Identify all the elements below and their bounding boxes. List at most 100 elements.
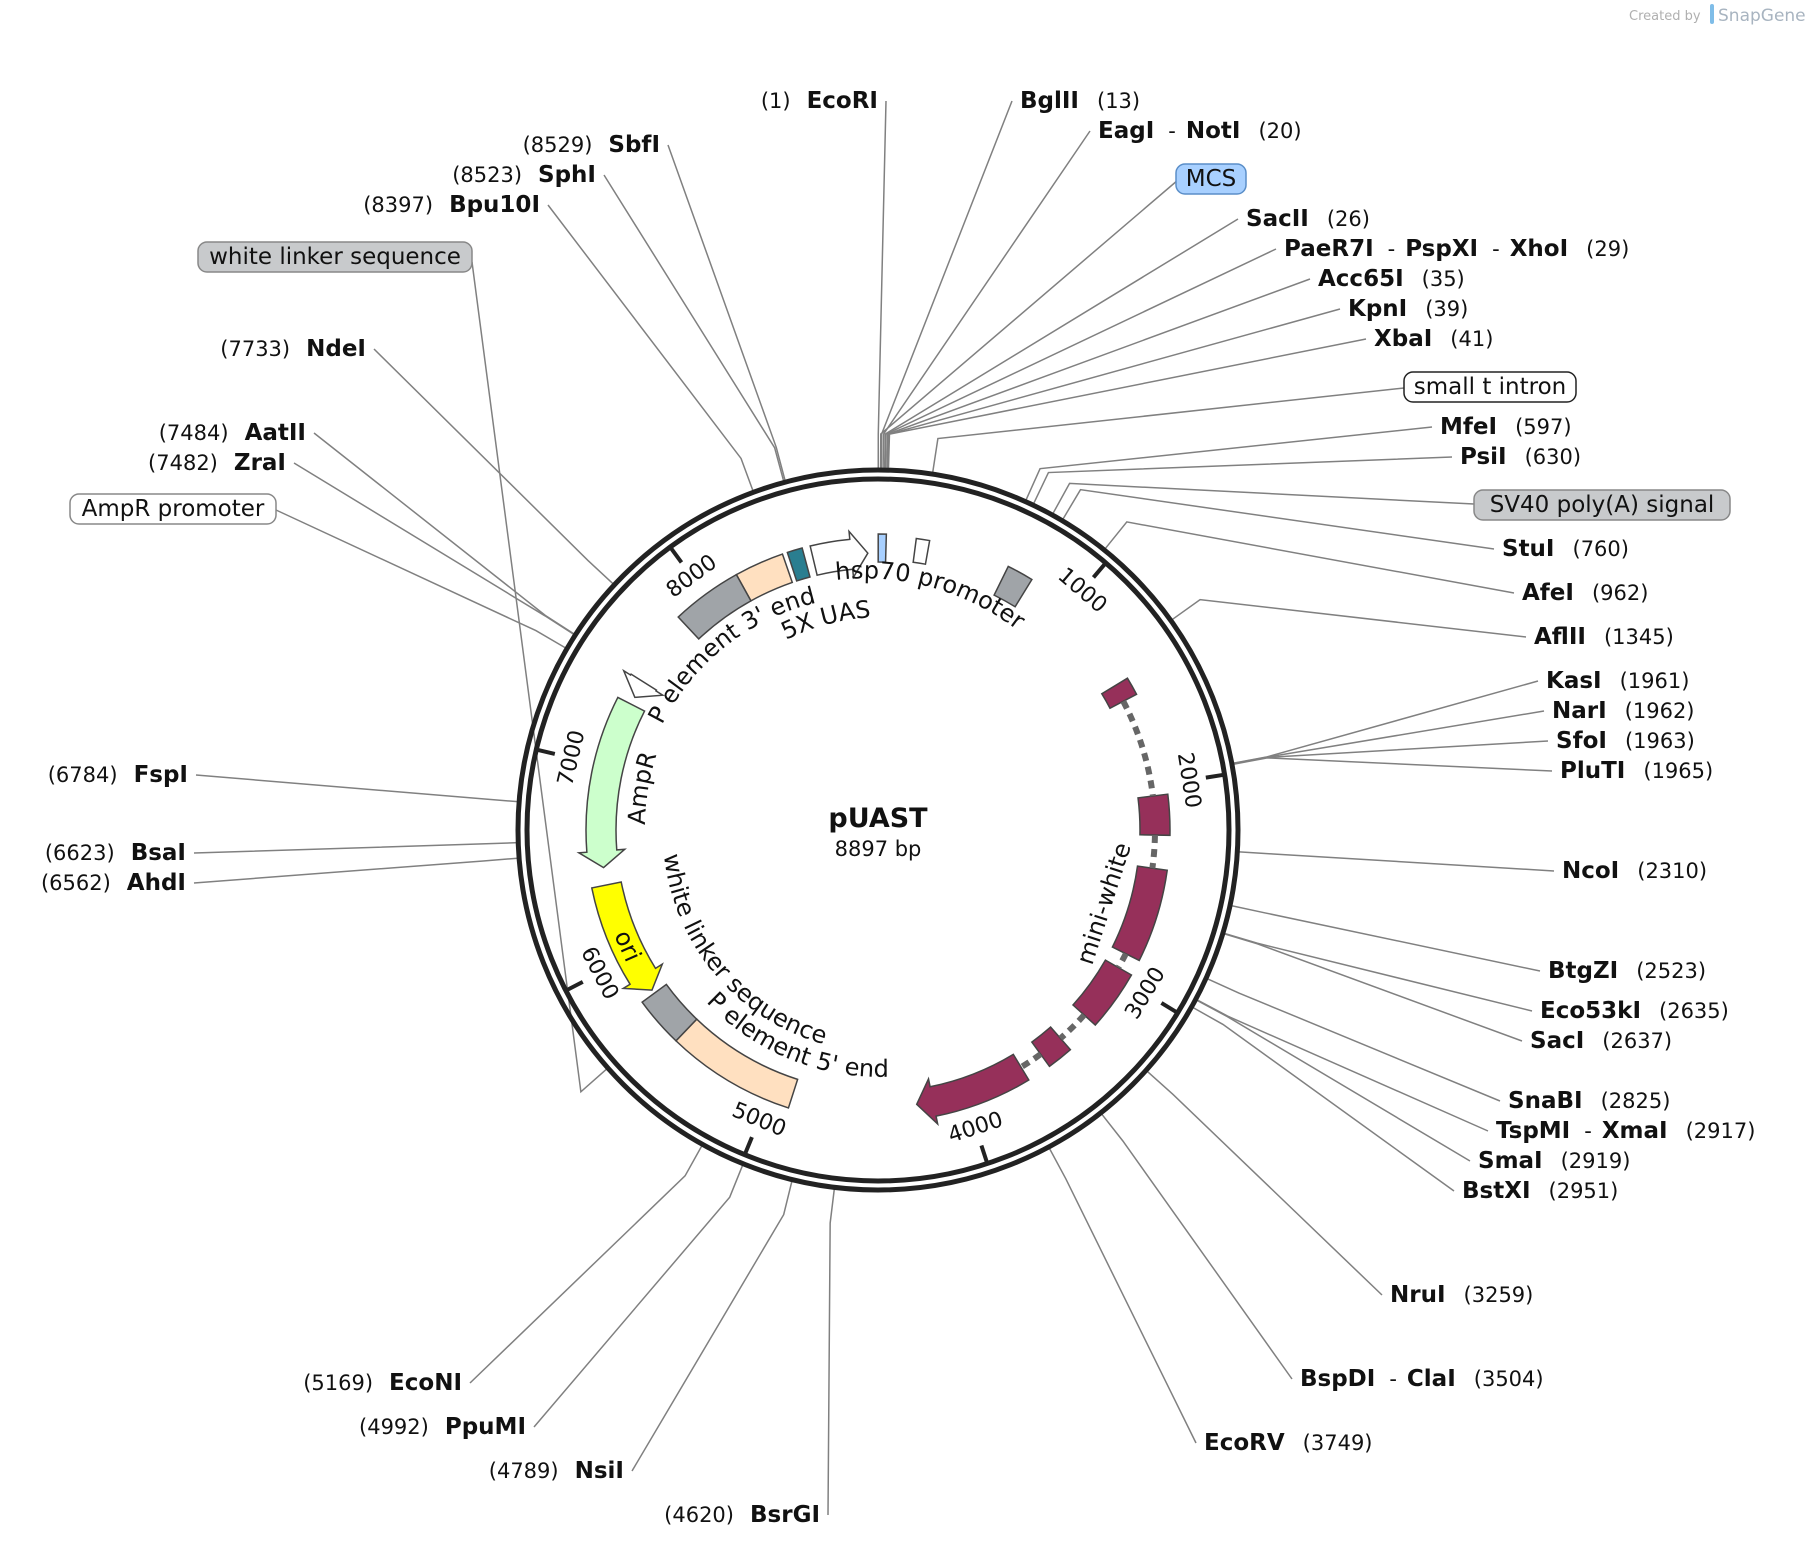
site-afei: AfeI(962) (1522, 580, 1648, 606)
sv40-polya-feature (993, 565, 1033, 608)
site-mfei: MfeI(597) (1440, 414, 1572, 440)
leader-bsai (193, 841, 519, 854)
leader-ppumi (533, 1163, 744, 1428)
leader-bsrgi (827, 1187, 836, 1516)
site-aatii: (7484)AatII (159, 420, 306, 446)
leader-btgzi (1229, 904, 1541, 972)
site-label-fspi: (6784)FspI (48, 762, 188, 788)
callout-mcs: MCS (1175, 163, 1247, 195)
site-label-stui: StuI(760) (1502, 536, 1629, 562)
site-bsai: (6623)BsaI (45, 840, 186, 866)
site-snabi: SnaBI(2825) (1508, 1088, 1670, 1114)
leader-lines (193, 100, 1555, 1516)
leader-bglii (880, 100, 1013, 471)
site-bspdi: BspDI-ClaI(3504) (1300, 1366, 1544, 1392)
site-label-sphi: (8523)SphI (452, 162, 596, 188)
site-smai: SmaI(2919) (1478, 1148, 1630, 1174)
site-label-psii: PsiI(630) (1460, 444, 1581, 470)
site-bglii: BglII(13) (1020, 88, 1140, 114)
site-kasi: KasI(1961) (1546, 668, 1689, 694)
svg-text:SV40 poly(A) signal: SV40 poly(A) signal (1490, 492, 1715, 518)
site-label-smai: SmaI(2919) (1478, 1148, 1630, 1174)
leader-bpu10i (547, 204, 755, 493)
ampr-promoter-feature (622, 668, 666, 699)
svg-text:AmpR promoter: AmpR promoter (82, 496, 265, 522)
leader-zrai (293, 462, 576, 636)
plasmid-name: pUAST (828, 803, 928, 834)
site-label-kpni: KpnI(39) (1348, 296, 1468, 322)
site-saci: SacI(2637) (1530, 1028, 1672, 1054)
leader-saci (1222, 932, 1523, 1042)
site-nari: NarI(1962) (1552, 698, 1695, 724)
leader-aflii (1170, 598, 1527, 638)
leader-smai (1195, 998, 1471, 1162)
mini-white-exon-4 (1071, 959, 1133, 1027)
leader-tspmi (1195, 998, 1489, 1132)
site-kpni: KpnI(39) (1348, 296, 1468, 322)
site-label-ppumi: (4992)PpuMI (359, 1414, 526, 1440)
hsp70-promoter-feature (809, 529, 869, 580)
site-sbfi: (8529)SbfI (523, 132, 660, 158)
site-label-nrui: NruI(3259) (1390, 1282, 1533, 1308)
site-econi: (5169)EcoNI (303, 1370, 462, 1396)
mini-white-intron-5 (1019, 1051, 1043, 1070)
credit-created-by: Created by (1629, 9, 1701, 24)
site-label-nsii: (4789)NsiI (489, 1458, 624, 1484)
site-btgzi: BtgZI(2523) (1548, 958, 1706, 984)
leader-sphi (603, 174, 785, 483)
leader-ahdi (193, 857, 520, 884)
leader-mfei (1024, 426, 1433, 502)
leader-ecori (877, 100, 887, 471)
site-label-sacii: SacII(26) (1246, 206, 1370, 232)
mini-white-exon-2 (1137, 793, 1171, 837)
site-label-snabi: SnaBI(2825) (1508, 1088, 1670, 1114)
leader-sv40 (1051, 482, 1475, 516)
callout-small-t-intron: small t intron (1403, 371, 1577, 403)
tick-6000 (565, 980, 584, 992)
tick-label-3000: 3000 (1120, 963, 1171, 1024)
site-label-eagi: EagI-NotI(20) (1098, 118, 1302, 144)
tick-2000 (1205, 772, 1224, 780)
leader-psii (1032, 456, 1453, 506)
mini-white-exon-3 (1111, 865, 1169, 962)
callout-white-linker-sequence: white linker sequence (197, 241, 473, 273)
backbone-inner-strand (524, 476, 1232, 1184)
leader-mcs (879, 179, 1179, 471)
callout-ampr-promoter: AmpR promoter (69, 493, 277, 525)
site-pluti: PluTI(1965) (1560, 758, 1713, 784)
site-label-afei: AfeI(962) (1522, 580, 1648, 606)
site-label-saci: SacI(2637) (1530, 1028, 1672, 1054)
site-label-mfei: MfeI(597) (1440, 414, 1572, 440)
site-aflii: AflII(1345) (1534, 624, 1674, 650)
leader-small-t-intron (931, 387, 1405, 475)
site-tspmi: TspMI-XmaI(2917) (1496, 1118, 1755, 1144)
site-ndei: (7733)NdeI (220, 336, 366, 362)
site-label-eco53ki: Eco53kI(2635) (1540, 998, 1729, 1024)
leader-bspdi (1100, 1112, 1293, 1380)
site-label-ncoi: NcoI(2310) (1562, 858, 1707, 884)
site-fspi: (6784)FspI (48, 762, 188, 788)
leader-sbfi (667, 144, 787, 483)
label-ampr: AmpR (623, 748, 662, 825)
leader-nrui (1145, 1069, 1383, 1296)
credit-brand: SnapGene (1718, 6, 1806, 26)
backbone-outer-strand (515, 467, 1241, 1193)
p-element-3-end-feature (735, 553, 794, 602)
leader-paer7i (884, 248, 1277, 471)
site-label-aatii: (7484)AatII (159, 420, 306, 446)
site-ahdi: (6562)AhdI (41, 870, 186, 896)
site-label-aflii: AflII(1345) (1534, 624, 1674, 650)
leader-sacii (883, 218, 1239, 471)
tick-4000 (979, 1144, 989, 1164)
site-bstxi: BstXI(2951) (1462, 1178, 1618, 1204)
site-label-ahdi: (6562)AhdI (41, 870, 186, 896)
site-eagi: EagI-NotI(20) (1098, 118, 1302, 144)
leader-fspi (195, 774, 520, 803)
tick-8000 (669, 546, 684, 564)
leader-ncoi (1237, 851, 1555, 872)
5x-uas-feature (786, 547, 811, 582)
white-linker-grey-feature (641, 983, 698, 1042)
leader-snabi (1205, 977, 1501, 1102)
site-ncoi: NcoI(2310) (1562, 858, 1707, 884)
site-ppumi: (4992)PpuMI (359, 1414, 526, 1440)
